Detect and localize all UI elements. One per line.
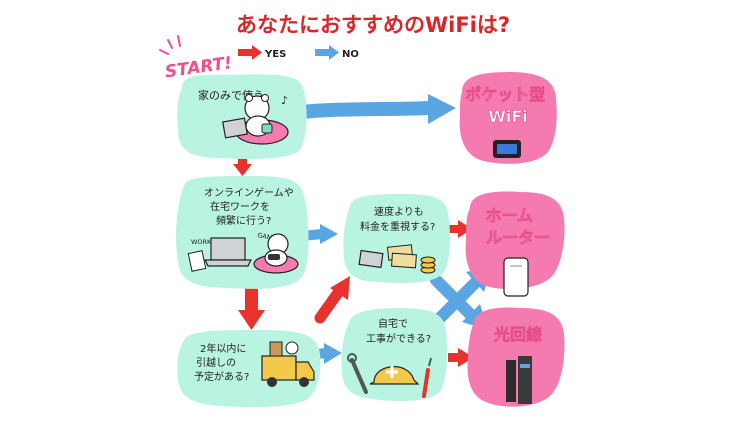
legend-yes-arrow-icon [238, 45, 262, 60]
pocket-router-icon [493, 140, 521, 158]
question-3-text: 速度よりも 料金を重視する? [360, 205, 435, 233]
result-home-router-text: ホーム ルーター [485, 206, 550, 247]
laptop-money-illustration [358, 244, 436, 274]
result-hikari: 光回線 [467, 307, 565, 407]
question-5: 自宅で 工事ができる? [341, 308, 448, 402]
question-5-text: 自宅で 工事ができる? [366, 317, 431, 345]
yes-arrow-q5-to-hikari [448, 348, 474, 367]
legend-no-label: NO [342, 49, 359, 60]
question-3: 速度よりも 料金を重視する? [343, 194, 451, 283]
game-label: GAME [257, 231, 277, 243]
tools-helmet-illustration [347, 353, 432, 398]
yes-arrow-q1-to-q2 [233, 153, 252, 176]
legend-no-arrow-icon [315, 45, 339, 60]
gaming-bear-illustration [253, 233, 299, 274]
work-label: WORK [191, 238, 212, 246]
yes-arrow-q4-to-q3 [314, 276, 350, 324]
music-note-icon: ♪ [281, 94, 288, 107]
work-laptop-illustration [187, 237, 252, 272]
page-title: あなたにおすすめのWiFiは? [236, 13, 510, 37]
bear-laptop-illustration: ♪ [222, 94, 289, 145]
result-pocket-wifi: ポケット型 WiFi [459, 72, 557, 164]
start-sparkle-icon [159, 35, 181, 55]
question-2: オンラインゲームや 在宅ワークを 頻繁に行う? WORK GAME [176, 176, 309, 289]
legend: YES NO [238, 45, 359, 60]
question-1: 家のみで使う ♪ [177, 74, 307, 160]
question-4: 2年以内に 引越しの 予定がある? [177, 330, 321, 408]
result-pocket-wifi-text: ポケット型 WiFi [465, 85, 551, 126]
legend-yes-label: YES [264, 49, 286, 60]
moving-truck-illustration [261, 341, 315, 387]
question-4-text: 2年以内に 引越しの 予定がある? [194, 342, 250, 383]
fiber-modem-icon [506, 356, 532, 404]
result-hikari-text: 光回線 [493, 325, 542, 344]
result-home-router: ホーム ルーター [465, 191, 565, 297]
yes-arrow-q2-to-q4 [238, 287, 265, 330]
question-2-text: オンラインゲームや 在宅ワークを 頻繁に行う? [204, 187, 297, 227]
yes-arrow-q3-to-home [448, 220, 472, 238]
home-router-icon [503, 257, 529, 297]
no-arrow-q1-to-pocket [295, 94, 456, 124]
